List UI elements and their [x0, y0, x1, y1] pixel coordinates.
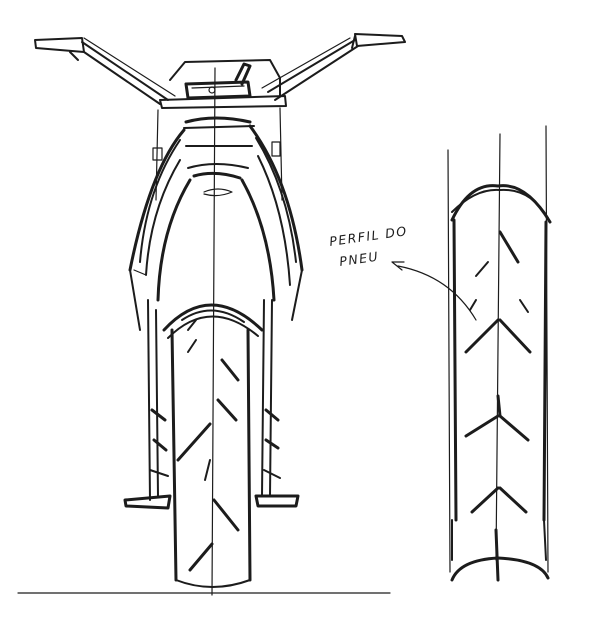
tire-profile-view — [447, 125, 552, 582]
front-fork — [123, 299, 300, 510]
handlebar-right — [261, 33, 406, 101]
front-fairing — [128, 116, 304, 331]
front-tire — [170, 309, 252, 588]
annotation-arrow — [397, 265, 477, 321]
annotation-line-1: PERFIL DO — [328, 223, 408, 249]
handlebar-left — [34, 37, 176, 105]
arrow-head-icon — [391, 261, 405, 271]
headlamp-unit — [159, 59, 287, 109]
construction-lines — [17, 67, 391, 596]
annotation-line-2: PNEU — [338, 249, 380, 269]
